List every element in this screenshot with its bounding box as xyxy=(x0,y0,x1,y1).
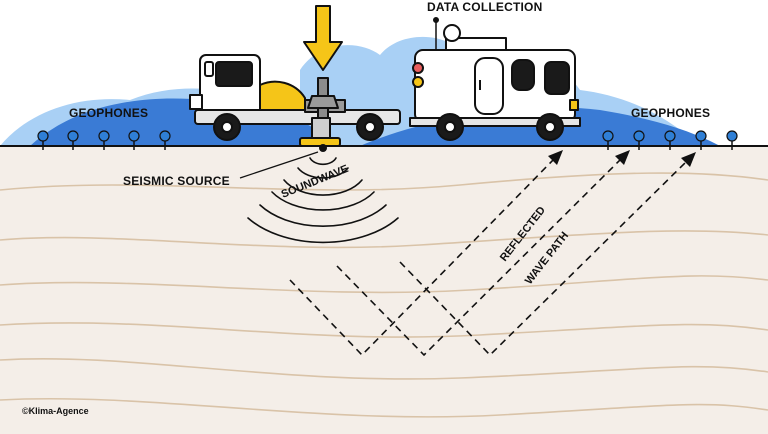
geophone-icon xyxy=(664,130,676,150)
credit-label: ©Klima-Agence xyxy=(22,406,89,416)
geophone-icon xyxy=(633,130,645,150)
geophone-icon xyxy=(726,130,738,150)
geophones-right xyxy=(602,130,738,150)
geophone-icon xyxy=(602,130,614,150)
soundwave-arcs xyxy=(247,157,399,244)
ground xyxy=(0,146,768,434)
geophones-left-label: GEOPHONES xyxy=(69,106,149,120)
seismic-source-label: SEISMIC SOURCE xyxy=(123,174,230,188)
seismic-source-point xyxy=(319,144,327,152)
geophone-icon xyxy=(67,130,79,150)
wave-arrowheads xyxy=(548,150,696,167)
rock-strata xyxy=(0,172,768,418)
data-collection-label: DATA COLLECTION xyxy=(427,0,543,14)
geophone-icon xyxy=(695,130,707,150)
reflected-wave-paths xyxy=(289,157,689,357)
vibrator-truck-icon xyxy=(189,54,401,147)
geophones-right-label: GEOPHONES xyxy=(631,106,711,120)
down-arrow-icon xyxy=(303,5,343,71)
geophones-left xyxy=(37,130,171,150)
geophone-icon xyxy=(159,130,171,150)
geophone-icon xyxy=(128,130,140,150)
recording-truck-icon xyxy=(409,17,581,141)
geophone-icon xyxy=(37,130,49,150)
geophone-icon xyxy=(98,130,110,150)
